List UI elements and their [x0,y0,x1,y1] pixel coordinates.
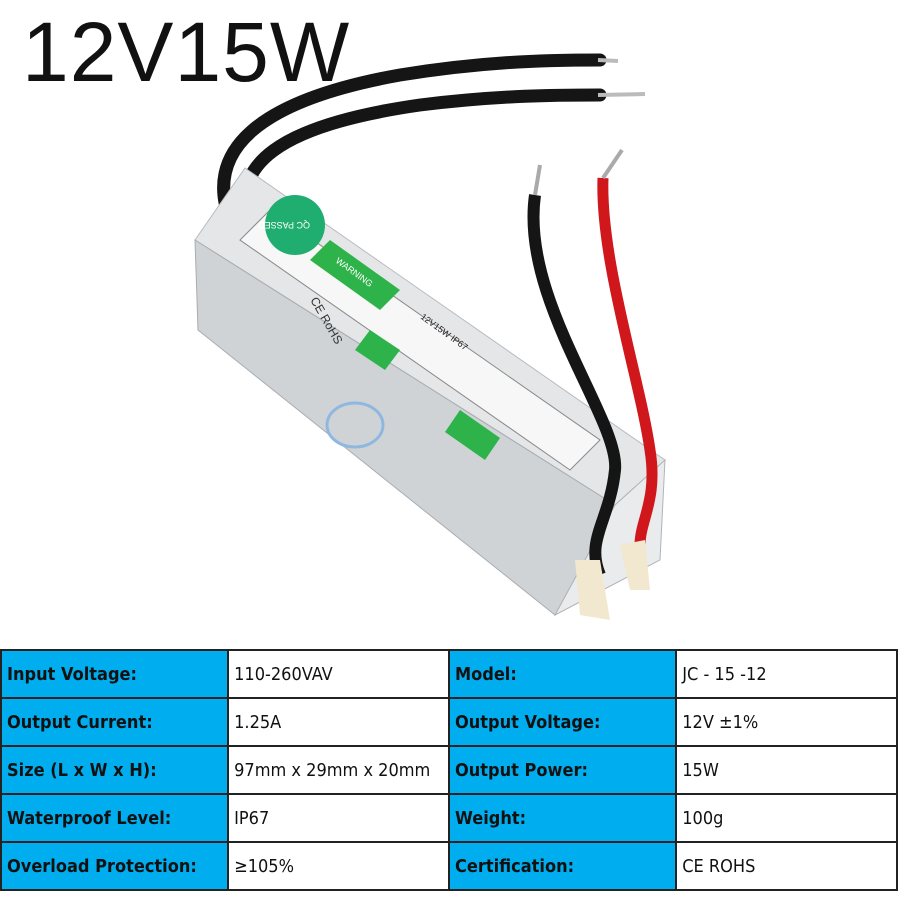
power-supply-photo: QC PASSED WARNING 12V15W IP67 CE RoHS [194,53,666,620]
spec-value: 15W [675,745,898,795]
output-wire-red [597,177,658,546]
spec-value: IP67 [227,793,450,843]
spec-value: CE ROHS [675,841,898,891]
spec-key: Size (L x W x H): [0,745,230,795]
spec-value: 100g [675,793,898,843]
spec-key: Waterproof Level: [0,793,230,843]
input-wire-1 [217,53,607,232]
spec-key: Certification: [447,841,678,891]
spec-key: Weight: [447,793,678,843]
spec-key: Overload Protection: [0,841,230,891]
svg-text:QC PASSED: QC PASSED [258,220,310,230]
spec-key: Input Voltage: [0,649,230,699]
spec-key: Output Current: [0,697,230,747]
spec-value: ≥105% [227,841,450,891]
output-wire-black [527,194,622,578]
table-row: Output Current: 1.25A Output Voltage: 12… [0,697,898,747]
qc-sticker [265,195,325,255]
table-row: Input Voltage: 110-260VAV Model: JC - 15… [0,649,898,699]
spec-value: 97mm x 29mm x 20mm [227,745,450,795]
spec-table: Input Voltage: 110-260VAV Model: JC - 15… [0,649,898,891]
spec-value: 110-260VAV [227,649,450,699]
product-title: 12V15W [22,5,351,99]
spec-key: Model: [447,649,678,699]
table-row: Size (L x W x H): 97mm x 29mm x 20mm Out… [0,745,898,795]
spec-key: Output Power: [447,745,678,795]
table-row: Waterproof Level: IP67 Weight: 100g [0,793,898,843]
spec-key: Output Voltage: [447,697,678,747]
spec-value: 1.25A [227,697,450,747]
spec-value: 12V ±1% [675,697,898,747]
warning-sticker [310,240,400,310]
spec-value: JC - 15 -12 [675,649,898,699]
table-row: Overload Protection: ≥105% Certification… [0,841,898,891]
